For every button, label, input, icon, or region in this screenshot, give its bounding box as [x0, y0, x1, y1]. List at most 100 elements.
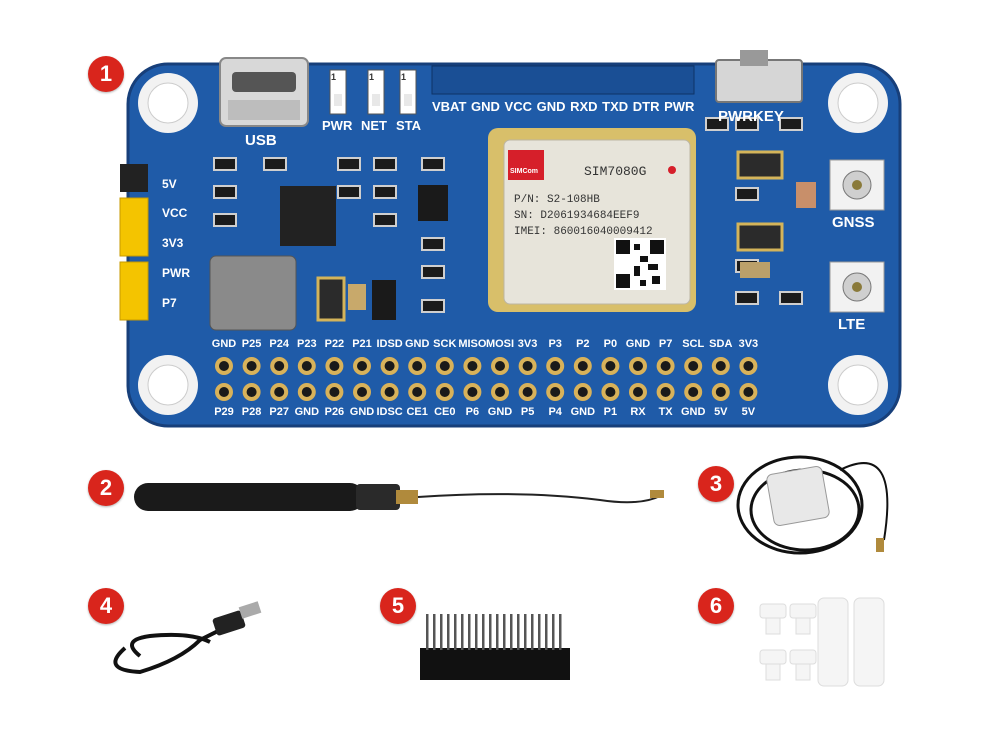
- gpio-hole: [219, 387, 229, 397]
- lte-connector: [829, 261, 885, 313]
- gpio-pin-label: P29: [214, 406, 234, 418]
- lte-label: LTE: [838, 316, 866, 333]
- usb-connector: [219, 57, 309, 127]
- header-pin: [468, 614, 471, 650]
- inductor: [209, 255, 297, 331]
- tantalum-capacitor: [736, 222, 784, 252]
- badge-5: 5: [380, 588, 416, 624]
- gpio-hole: [495, 387, 505, 397]
- gpio-hole: [522, 387, 533, 397]
- header-pin: [447, 614, 450, 650]
- gpio-pin-label: 5V: [741, 406, 756, 418]
- ic-chip: [280, 186, 336, 246]
- badge-6: 6: [698, 588, 734, 624]
- led-label-net: NET: [361, 118, 387, 133]
- uart-header-labels: VBAT GND VCC GND RXD TXD DTR PWR: [432, 99, 695, 114]
- header-pin: [517, 614, 520, 650]
- gpio-pin-label: 5V: [714, 406, 728, 418]
- gpio-pin-label: SCK: [433, 338, 457, 350]
- badge-4: 4: [88, 588, 124, 624]
- gpio-hole: [329, 387, 340, 397]
- gpio-pin-label: IDSC: [376, 406, 403, 418]
- smd-components: [213, 117, 803, 313]
- gpio-pin-label: P24: [269, 338, 289, 350]
- gpio-hole: [495, 361, 505, 371]
- capacitor: [348, 284, 366, 310]
- gpio-hole: [246, 387, 257, 397]
- gpio-pin-label: CE0: [434, 406, 456, 418]
- gpio-pin-label: RX: [630, 406, 646, 418]
- gpio-pin-label: P4: [548, 406, 562, 418]
- diode-small: [740, 262, 770, 278]
- badge-1: 1: [88, 56, 124, 92]
- gpio-hole: [660, 361, 671, 371]
- gpio-pin-label: P28: [241, 406, 262, 418]
- module-imei: IMEI: 860016040009412: [514, 226, 653, 238]
- gpio-hole: [301, 361, 312, 371]
- gpio-pin-label: 3V3: [738, 338, 759, 350]
- gpio-pin-label: P3: [548, 338, 562, 350]
- gpio-hole: [412, 387, 423, 397]
- gnss-connector: [829, 159, 885, 211]
- gpio-pin-label: SDA: [709, 338, 733, 350]
- gpio-pin-label: P2: [576, 338, 590, 350]
- led-label-sta: STA: [396, 118, 422, 133]
- gpio-hole: [439, 387, 450, 397]
- gpio-pin-label: GND: [487, 406, 513, 418]
- header-pin: [538, 614, 541, 650]
- qr-code: [614, 238, 666, 290]
- header-pin: [440, 614, 443, 650]
- header-pin: [510, 614, 513, 650]
- inductor-small: [796, 182, 816, 208]
- jumper-header: [119, 164, 149, 321]
- gpio-pin-label: MISO: [458, 338, 487, 350]
- status-leds: [329, 69, 417, 115]
- gpio-pin-label: GND: [349, 406, 375, 418]
- header-pin: [552, 614, 555, 650]
- gpio-pin-label: P27: [269, 406, 289, 418]
- gpio-pin-label: CE1: [406, 406, 428, 418]
- gpio-pin-label: P7: [658, 338, 673, 350]
- gpio-pin-label: P23: [297, 338, 317, 350]
- gps-antenna: [736, 455, 889, 555]
- capacitor: [316, 276, 346, 322]
- gpio-pin-label: MOSI: [485, 338, 515, 350]
- gpio-hole: [357, 387, 367, 397]
- gpio-hole: [688, 387, 699, 397]
- led-digit: 1: [331, 72, 337, 82]
- gpio-hole: [715, 387, 726, 397]
- gpio-hole: [384, 361, 395, 371]
- gpio-pin-label: P6: [465, 406, 480, 418]
- header-pin: [559, 614, 562, 650]
- gpio-hole: [743, 361, 754, 371]
- gpio-hole: [633, 361, 643, 371]
- module-sn: SN: D2061934684EEF9: [514, 210, 640, 222]
- gpio-pin-label: GND: [294, 406, 320, 418]
- gpio-pin-label: GND: [625, 338, 651, 350]
- gpio-hole: [577, 387, 588, 397]
- tantalum-capacitor: [736, 150, 784, 180]
- diode: [372, 280, 396, 320]
- gpio-hole: [660, 387, 671, 397]
- gpio-hole: [357, 361, 367, 371]
- jumper-label: P7: [162, 296, 177, 310]
- gpio-hole: [384, 387, 395, 397]
- jumper-label: VCC: [162, 206, 188, 220]
- module-model: SIM7080G: [584, 164, 647, 179]
- gpio-hole: [688, 361, 699, 371]
- module-pn: P/N: S2-108HB: [514, 194, 600, 206]
- jumper-label: 3V3: [162, 236, 184, 250]
- gpio-hole: [715, 361, 726, 371]
- gpio-hole: [412, 361, 423, 371]
- gpio-pin-label: P21: [352, 338, 372, 350]
- gpio-pin-label: 3V3: [517, 338, 538, 350]
- gpio-pin-label: P0: [603, 338, 618, 350]
- gpio-pin-label: GND: [211, 338, 237, 350]
- led-digit: 1: [369, 72, 375, 82]
- gpio-hole: [467, 387, 478, 397]
- gpio-pin-label: TX: [658, 406, 673, 418]
- usb-cable: [113, 601, 262, 675]
- gpio-pin-label: P26: [324, 406, 345, 418]
- mosfet: [418, 185, 448, 221]
